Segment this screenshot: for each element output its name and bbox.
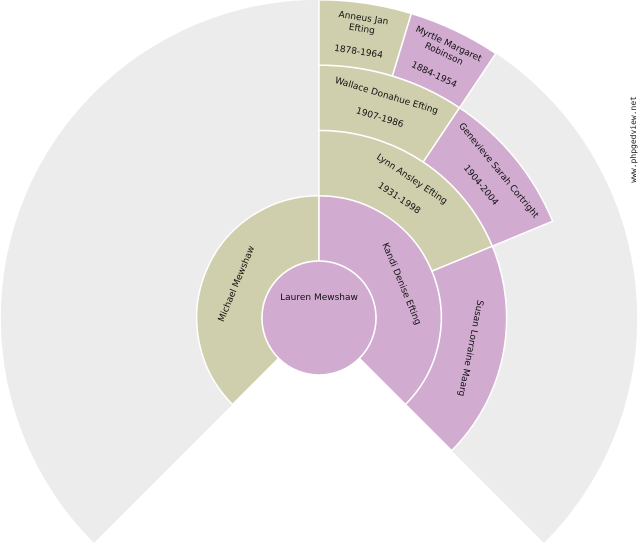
person-segment-kandi-denise-efting[interactable]: Kandi Denise Efting — [318, 194, 443, 406]
segment-shape — [422, 106, 554, 248]
watermark: www.phpgedview.net — [629, 96, 638, 183]
center-circle — [261, 260, 377, 376]
person-segment-root[interactable]: Lauren Mewshaw — [261, 260, 377, 376]
segment-shape — [404, 245, 508, 452]
person-segment-michael-mewshaw[interactable]: Michael Mewshaw — [195, 194, 320, 406]
person-segment-susan-lorraine-maarg[interactable]: Susan Lorraine Maarg — [404, 245, 508, 452]
segment-shape — [391, 12, 497, 109]
person-name: Lauren Mewshaw — [280, 293, 358, 303]
person-name: Efting — [348, 23, 375, 37]
